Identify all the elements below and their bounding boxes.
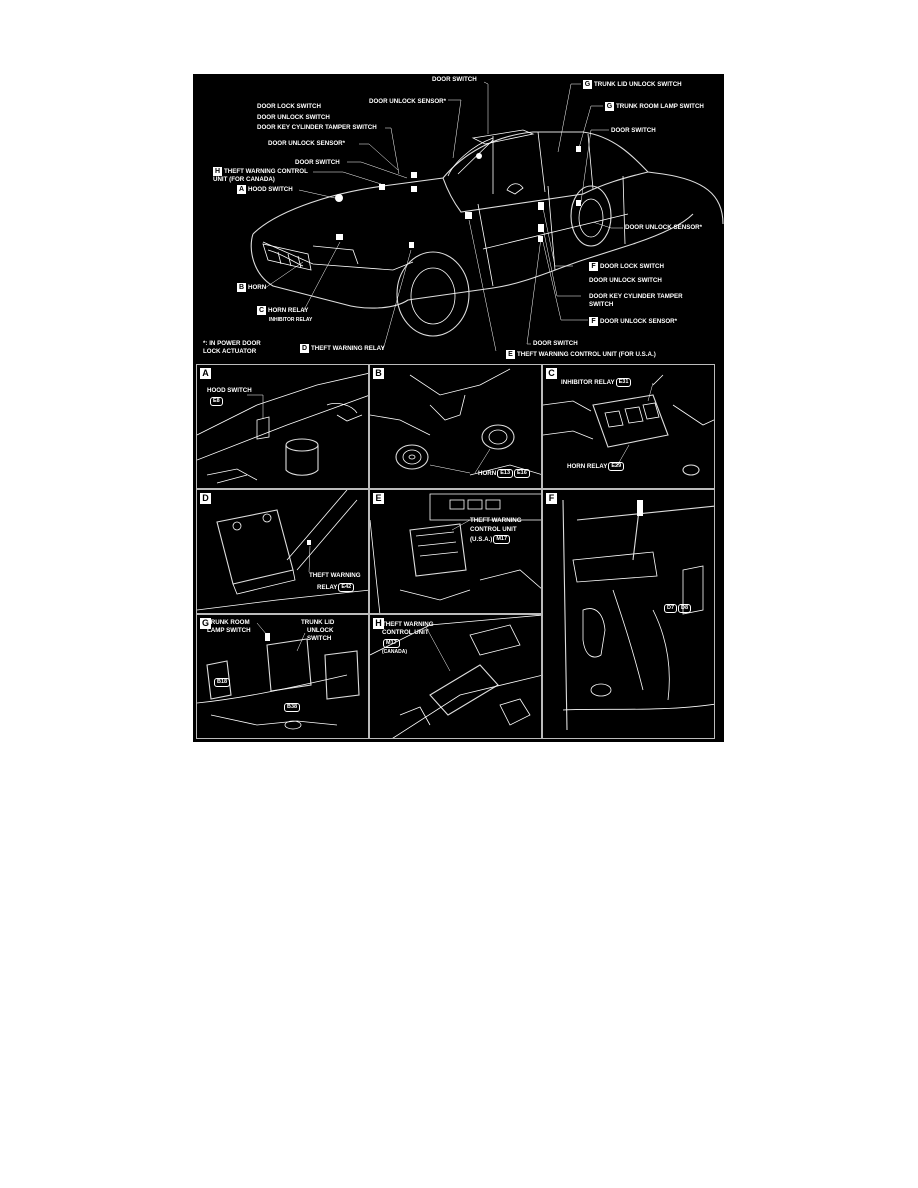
panel-g-label-1: TRUNK ROOM — [207, 619, 250, 626]
panel-d-tag: D — [200, 493, 211, 504]
panel-h-connector: M17 — [382, 639, 400, 648]
label-door-switch-top: DOOR SWITCH — [432, 76, 477, 83]
panel-c-drawing — [543, 374, 714, 476]
panel-a-label: HOOD SWITCH — [207, 387, 252, 394]
tag-c: C — [257, 306, 266, 315]
component-location-diagram: DOOR SWITCH DOOR UNLOCK SENSOR* DOOR LOC… — [193, 74, 724, 742]
label-door-unlock-sensor-top: DOOR UNLOCK SENSOR* — [369, 98, 447, 105]
panel-a-drawing — [197, 373, 368, 484]
label-inhibitor-relay-main: INHIBITOR RELAY — [269, 317, 313, 323]
label-door-switch-bottom: DOOR SWITCH — [533, 340, 578, 347]
panel-b-tag: B — [373, 368, 384, 379]
panel-e-drawing — [370, 493, 541, 613]
panel-f-tag: F — [546, 493, 557, 504]
tag-f-2: F — [589, 317, 598, 326]
panel-h-label-1: THEFT WARNING — [382, 621, 434, 628]
tag-g-1: G — [583, 80, 592, 89]
panel-h-label-3: (CANADA) — [382, 649, 407, 655]
panel-g-label-2: LAMP SWITCH — [207, 627, 251, 634]
label-door-lock-switch: DOOR LOCK SWITCH — [257, 103, 321, 110]
footnote: *: IN POWER DOOR LOCK ACTUATOR — [203, 340, 261, 355]
panel-f-drawing — [562, 499, 714, 731]
car-overview-panel: DOOR SWITCH DOOR UNLOCK SENSOR* DOOR LOC… — [193, 74, 724, 364]
label-door-unlock-sensor-mid: DOOR UNLOCK SENSOR* — [268, 140, 346, 147]
label-door-unlock-switch-right: DOOR UNLOCK SWITCH — [589, 277, 662, 284]
panel-a-hood-switch: A HOOD SWITCH E8 — [196, 364, 369, 489]
panel-e-label-2: CONTROL UNIT — [470, 526, 517, 533]
label-door-unlock-sensor-right: DOOR UNLOCK SENSOR* — [625, 224, 703, 231]
panel-c-tag: C — [546, 368, 557, 379]
panel-h-label-2: CONTROL UNIT — [382, 629, 429, 636]
label-door-switch-right: DOOR SWITCH — [611, 127, 656, 134]
panel-g-drawing — [197, 622, 360, 730]
panel-a-connector: E8 — [209, 397, 223, 406]
panel-h-tag: H — [373, 618, 384, 629]
panel-h-drawing — [370, 615, 541, 738]
car-drawing — [250, 81, 724, 352]
panel-b-drawing — [370, 368, 541, 476]
panel-g-tag: G — [200, 618, 211, 629]
panel-d-drawing — [197, 490, 368, 611]
panel-e-label-3: (U.S.A.)M17 — [470, 535, 511, 544]
panel-g-trunk: G TRUNK ROOM LAMP SWITCH TRUNK LID UNLOC… — [196, 614, 369, 739]
tag-f-1: F — [589, 262, 598, 271]
panel-e-tag: E — [373, 493, 384, 504]
panel-h-theft-unit-canada: H THEFT WARNING CONTROL UNIT M17 (CANADA… — [369, 614, 542, 739]
panel-a-tag: A — [200, 368, 211, 379]
tag-h: H — [213, 167, 222, 176]
tag-b: B — [237, 283, 246, 292]
label-door-unlock-switch: DOOR UNLOCK SWITCH — [257, 114, 330, 121]
tag-g-2: G — [605, 102, 614, 111]
panel-g-label-4: UNLOCK — [307, 627, 334, 634]
panel-g-label-5: SWITCH — [307, 635, 332, 642]
panel-g-connector-2: B38 — [283, 703, 301, 712]
label-door-switch-left: DOOR SWITCH — [295, 159, 340, 166]
tag-d: D — [300, 344, 309, 353]
panel-g-label-3: TRUNK LID — [301, 619, 335, 626]
label-door-key-cylinder-tamper-switch: DOOR KEY CYLINDER TAMPER SWITCH — [257, 124, 377, 131]
panel-d-label-1: THEFT WARNING — [309, 572, 361, 579]
panel-e-label-1: THEFT WARNING — [470, 517, 522, 524]
tag-e: E — [506, 350, 515, 359]
tag-a: A — [237, 185, 246, 194]
label-door-key-cylinder-right: DOOR KEY CYLINDER TAMPER SWITCH — [589, 293, 683, 308]
panel-e-theft-unit-usa: E THEFT WARNING CONTROL UNIT (U.S.A.)M17 — [369, 489, 542, 614]
panel-g-connector-1: B18 — [213, 678, 231, 687]
